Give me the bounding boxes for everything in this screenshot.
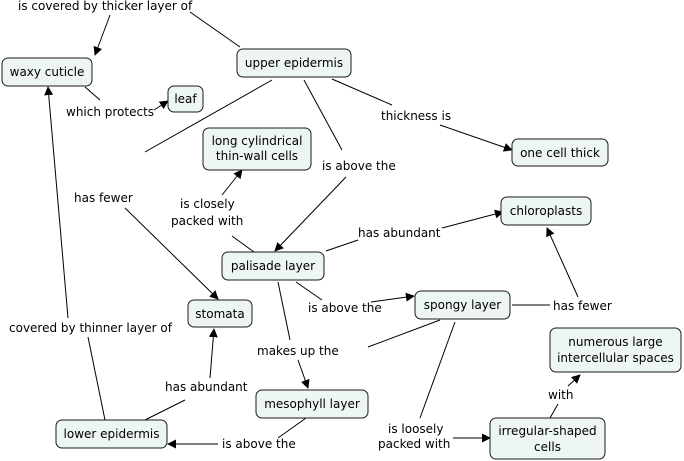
link-label-has-abundant-2: has abundant [165,380,248,394]
edges [44,11,581,449]
edge-mesophyll-to-above3 [277,417,307,439]
link-label-has-fewer-2: has fewer [553,299,612,313]
node-long-cylindrical-cells[interactable]: long cylindrical thin-wall cells [202,127,312,171]
link-label-thickness-is: thickness is [381,109,451,123]
link-label-which-protects: which protects [66,105,154,119]
edge-above2-to-spongy [370,292,415,303]
edge-upper-to-above1 [303,79,343,151]
node-mesophyll-layer[interactable]: mesophyll layer [255,389,369,419]
link-label-has-abundant-1: has abundant [358,226,441,240]
node-irregular-label-2: cells [534,440,561,454]
link-label-is-loosely-1: is loosely [388,422,444,436]
edge-spongy-to-makesup [367,319,441,348]
edge-irregular-to-with [549,403,559,419]
edge-closely-to-longcells [221,169,243,196]
edge-above1-to-palisade [274,176,347,252]
node-intercellular-spaces[interactable]: numerous large intercellular spaces [549,327,682,373]
node-spongy-layer-label: spongy layer [424,298,502,312]
edge-lower-to-hasabundant2 [144,399,186,421]
node-mesophyll-layer-label: mesophyll layer [264,397,360,411]
link-label-is-closely-1: is closely [180,197,235,211]
edge-palisade-to-makesup [277,281,291,341]
link-label-has-fewer-1: has fewer [74,191,133,205]
node-palisade-layer[interactable]: palisade layer [221,251,325,281]
edge-makesup-to-mesophyll [297,359,310,389]
edge-upper-to-thickness [331,78,393,106]
node-waxy-cuticle[interactable]: waxy cuticle [1,57,93,87]
link-label-makes-up-the: makes up the [257,344,339,358]
link-label-is-above-the-1: is above the [322,159,396,173]
nodes: waxy cuticle upper epidermis leaf long c… [1,48,682,460]
node-stomata[interactable]: stomata [187,299,253,328]
node-spongy-layer[interactable]: spongy layer [414,290,511,320]
edge-waxy-to-protects [84,86,101,101]
edge-hasfewer2-to-chloro [546,227,579,298]
edge-thinner-to-waxy [44,86,69,319]
edge-lower-to-thinner [87,336,106,421]
link-label-is-closely-2: packed with [171,214,243,228]
link-label-with: with [548,388,573,402]
link-label-is-above-the-3: is above the [222,437,296,451]
edge-palisade-to-closely [231,235,255,253]
node-irregular-label-1: irregular-shaped [498,424,596,438]
node-chloroplasts-label: chloroplasts [510,204,582,218]
node-long-cells-label-1: long cylindrical [212,134,303,148]
link-label-covered-thinner: covered by thinner layer of [9,321,173,335]
node-one-cell-thick[interactable]: one cell thick [511,138,609,167]
edge-palisade-to-hasabundant1 [325,239,359,252]
node-leaf-label: leaf [174,92,197,106]
node-waxy-cuticle-label: waxy cuticle [10,65,85,79]
node-irregular-shaped-cells[interactable]: irregular-shaped cells [489,417,606,460]
node-lower-epidermis[interactable]: lower epidermis [55,419,168,449]
link-label-covered-thicker: is covered by thicker layer of [18,0,193,13]
node-chloroplasts[interactable]: chloroplasts [500,196,592,226]
node-palisade-layer-label: palisade layer [231,259,315,273]
link-label-is-above-the-2: is above the [308,301,382,315]
edge-palisade-to-above2 [295,281,323,301]
link-label-is-loosely-2: packed with [378,437,450,451]
edge-covered-label-to-waxy [93,14,111,56]
edge-thickness-to-onecell [439,124,513,152]
edge-hasfewer-to-stomata [124,207,219,300]
edge-hasabundant2-to-stomata [208,328,218,379]
node-stomata-label: stomata [195,307,244,321]
edge-with-to-spaces [567,374,581,387]
node-lower-epidermis-label: lower epidermis [64,427,160,441]
edge-upper-to-hasfewer [144,79,273,153]
node-leaf[interactable]: leaf [167,85,204,113]
edge-upper-to-covered-label [189,11,241,48]
node-upper-epidermis[interactable]: upper epidermis [236,48,352,78]
edge-protects-to-leaf [153,100,169,111]
node-intercellular-label-2: intercellular spaces [557,351,674,365]
node-long-cells-label-2: thin-wall cells [216,149,298,163]
node-one-cell-thick-label: one cell thick [520,146,600,160]
node-upper-epidermis-label: upper epidermis [245,56,343,70]
link-labels: is covered by thicker layer of which pro… [9,0,612,451]
edge-spongy-to-loosely [419,321,456,419]
node-intercellular-label-1: numerous large [568,335,662,349]
edge-hasabundant1-to-chloro [441,209,504,229]
